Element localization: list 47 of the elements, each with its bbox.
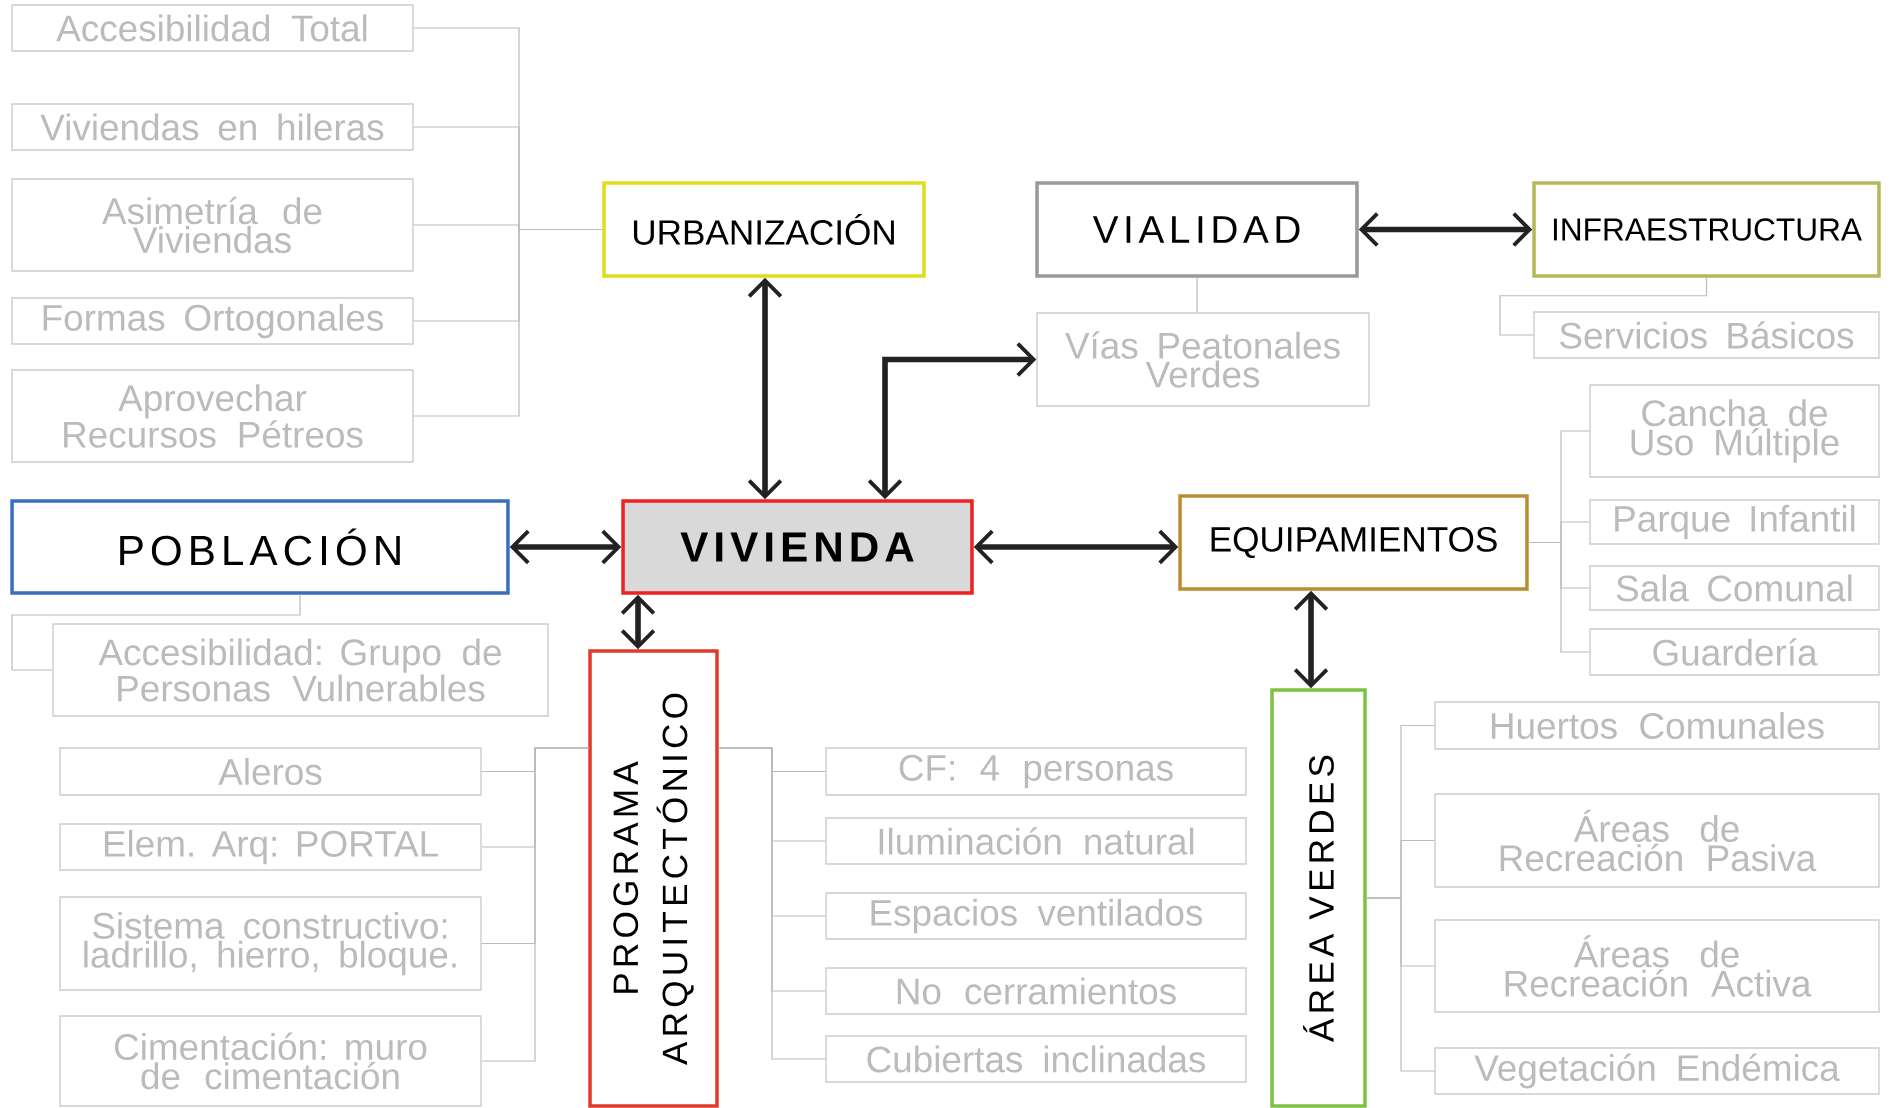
double-arrow [1293,590,1329,689]
text-box: Áreas de Recreación Pasiva [1434,793,1880,888]
double-arrow [1358,212,1533,247]
concept-box: URBANIZACIÓN [602,181,926,278]
connector-line [1499,277,1708,336]
double-arrow [747,277,783,500]
concept-box: INFRAESTRUCTURA [1532,181,1881,278]
text-box: Parque Infantil [1589,499,1880,545]
connector-line [481,747,589,1062]
connector-line [1528,541,1590,653]
text-box: Cancha de Uso Múltiple [1589,384,1880,478]
connector-line [1366,897,1435,1072]
double-arrow [867,342,1037,500]
text-box: Accesibilidad: Grupo de Personas Vulnerables [52,623,549,717]
text-box: CF: 4 personas [825,747,1247,796]
text-box: Áreas de Recreación Activa [1434,919,1880,1013]
text-box: No cerramientos [825,967,1247,1015]
text-box: Viviendas en hileras [11,103,414,151]
connector-line [413,228,603,417]
concept-box: ÁREA VERDES [1270,688,1367,1108]
text-box: Sistema constructivo: ladrillo, hierro, bloque. [59,896,482,991]
text-box: Asimetría de Viviendas [11,178,414,272]
text-box: Guardería [1589,628,1880,676]
concept-box: PROGRAMA ARQUITECTÓNICO [588,649,719,1108]
connector-line [11,594,301,671]
double-arrow [973,529,1179,565]
text-box: Iluminación natural [825,817,1247,865]
text-box: Accesibilidad Total [11,4,414,52]
text-box: Sala Comunal [1589,565,1880,611]
text-box: Servicios Básicos [1533,311,1880,359]
concept-box: VIALIDAD [1035,181,1359,278]
concept-box: VIVIENDA [621,499,974,595]
text-box: Aleros [59,747,482,796]
text-box: Cubiertas inclinadas [825,1035,1247,1083]
text-box: Cimentación: muro de cimentación [59,1015,482,1107]
connector-line [1196,277,1198,313]
concept-box: EQUIPAMIENTOS [1178,494,1529,591]
text-box: Aprovechar Recursos Pétreos [11,369,414,463]
text-box: Formas Ortogonales [11,297,414,345]
text-box: Elem. Arq: PORTAL [59,823,482,871]
text-box: Espacios ventilados [825,892,1247,940]
text-box: Vías Peatonales Verdes [1036,312,1370,407]
text-box: Vegetación Endémica [1434,1047,1880,1095]
text-box: Huertos Comunales [1434,701,1880,750]
concept-box: POBLACIÓN [10,499,510,595]
double-arrow [509,529,622,565]
connector-line [718,747,826,1060]
